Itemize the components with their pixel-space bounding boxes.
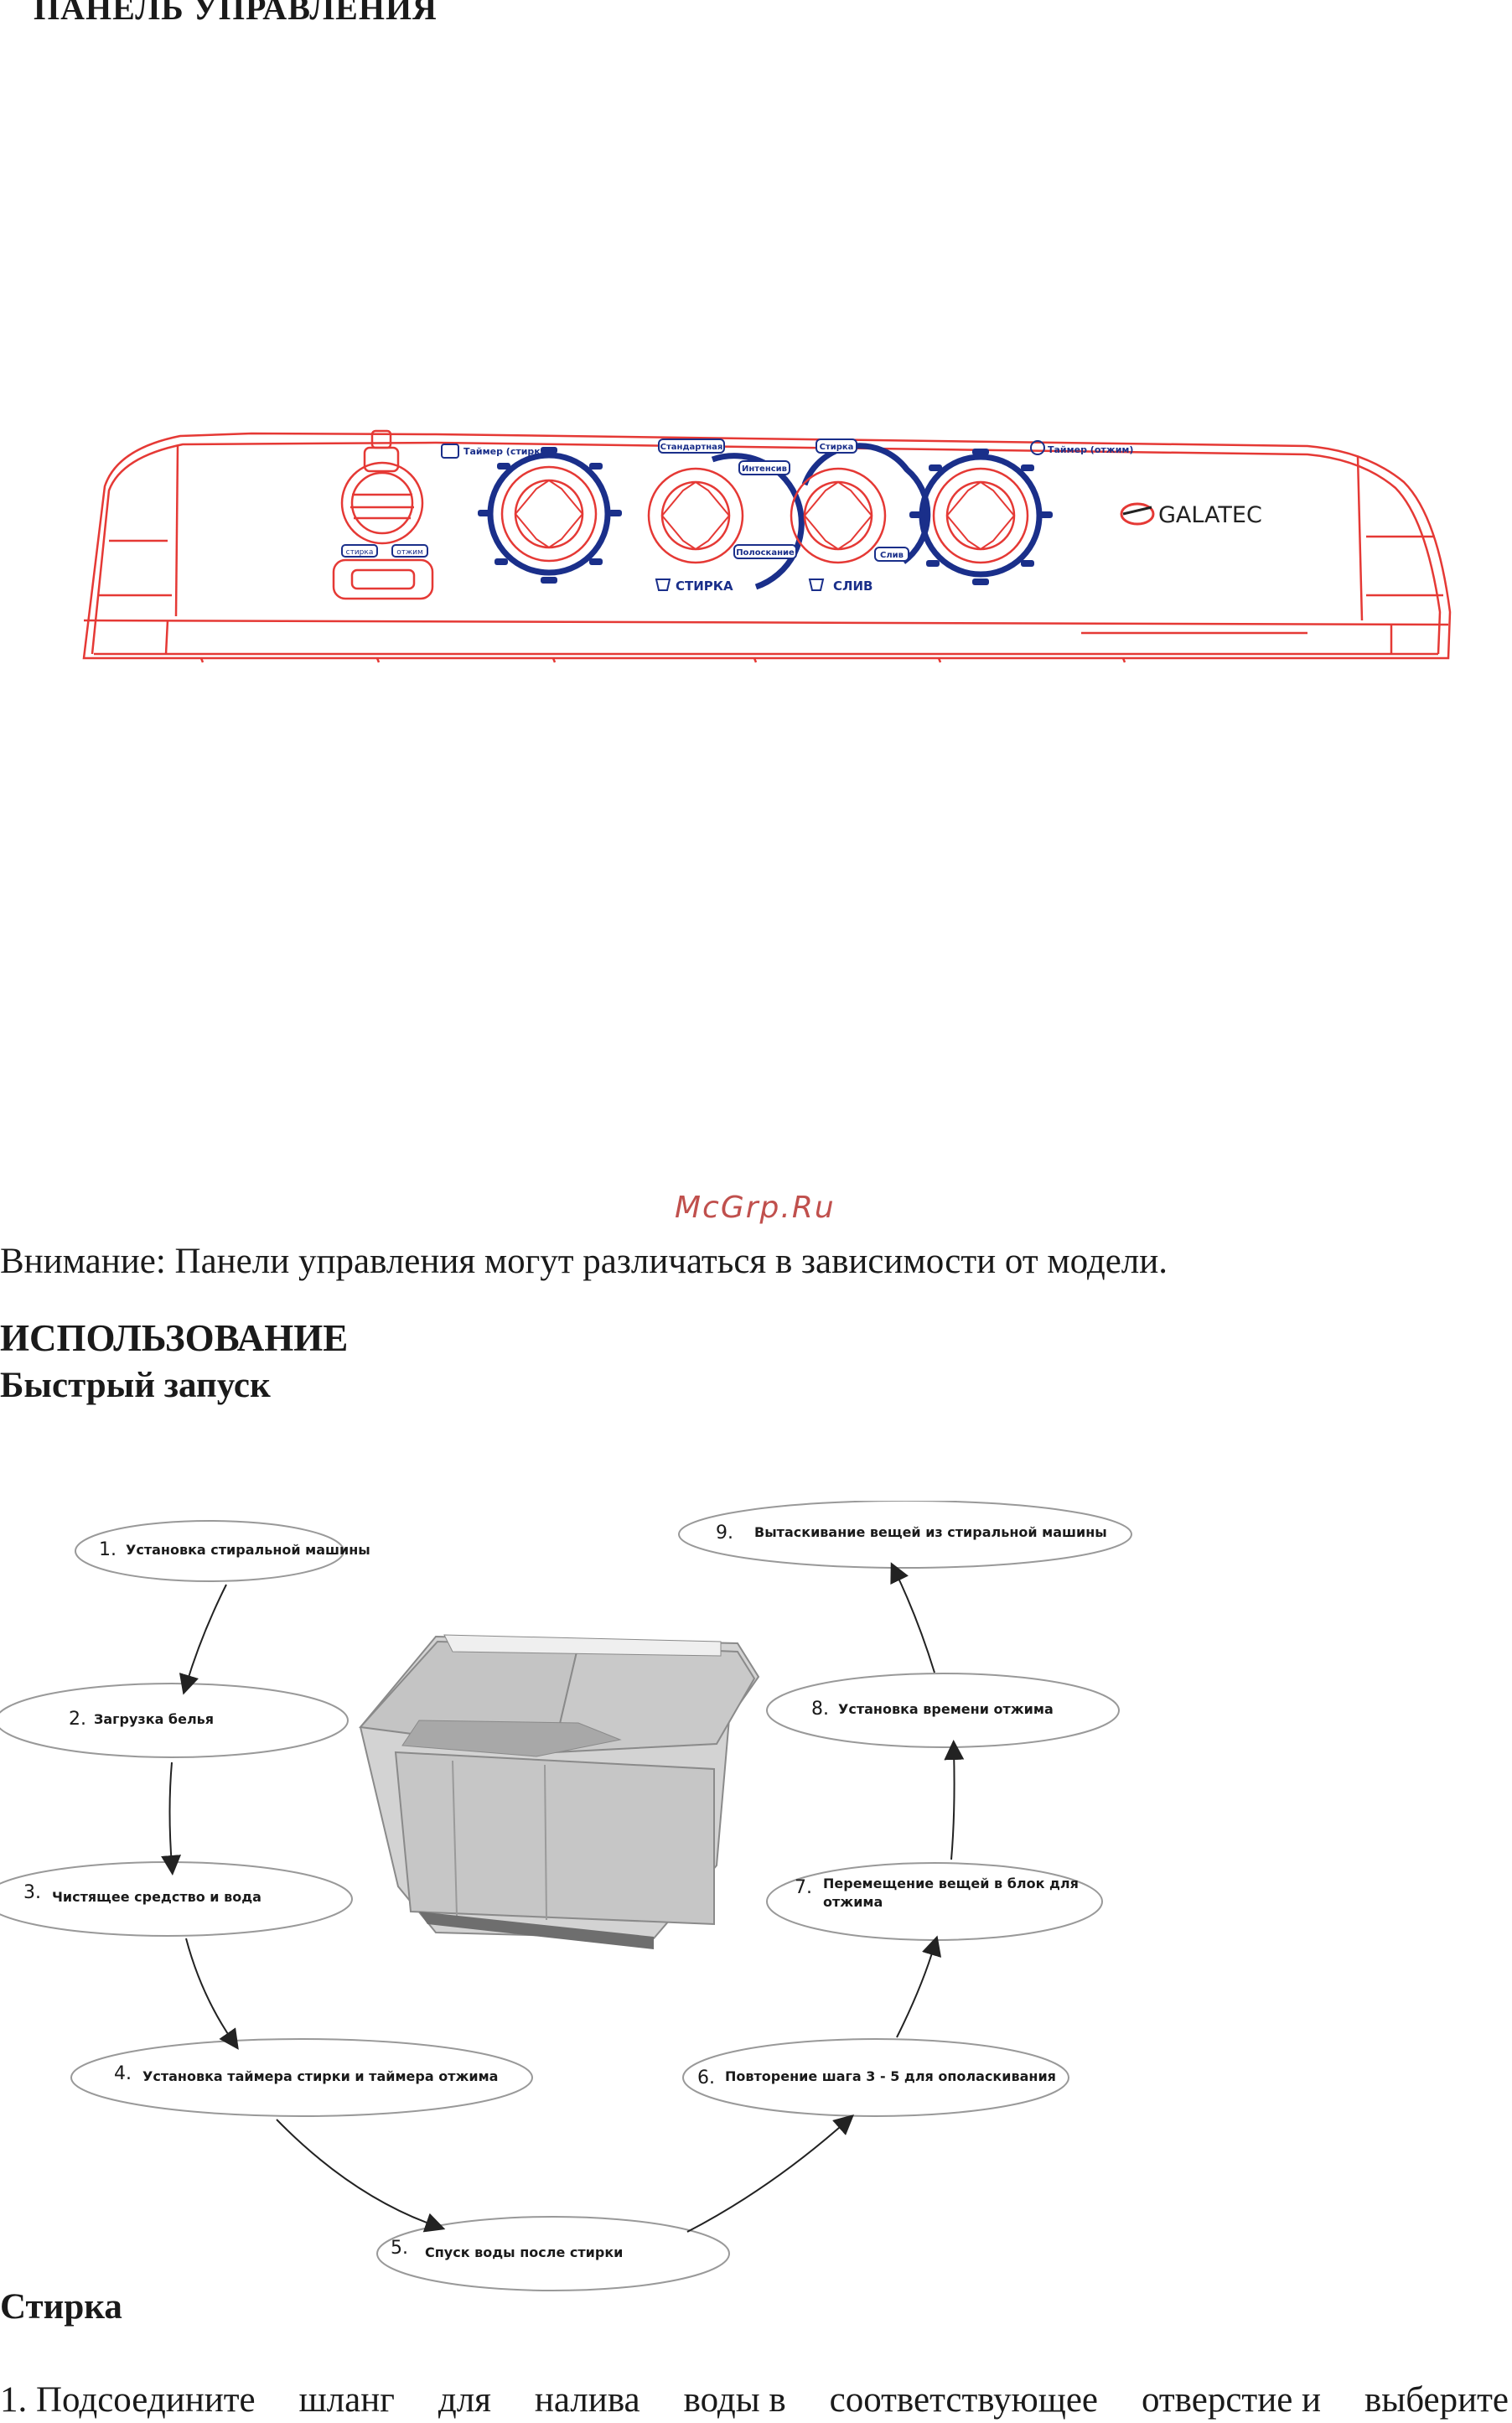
- step-6-ellipse: [682, 2038, 1069, 2117]
- arrow-8-9: [890, 1562, 935, 1673]
- wash-icon: [655, 579, 671, 591]
- arrow-4-5: [276, 2119, 446, 2233]
- label-standard: Стандартная: [660, 443, 723, 452]
- dial-spin-timer[interactable]: [909, 449, 1053, 585]
- brand-name: GALATEC: [1158, 502, 1262, 528]
- step-7-ellipse: [766, 1862, 1103, 1941]
- step-5-ellipse: [376, 2216, 730, 2291]
- label-rinse: Полоскание: [736, 548, 795, 558]
- arrow-7-8: [944, 1740, 965, 1860]
- arrow-5-6: [686, 2114, 854, 2233]
- word: отверстие и: [1141, 2380, 1322, 2420]
- word: воды в: [683, 2380, 786, 2420]
- step-2-num: 2.: [69, 1709, 86, 1730]
- step-5-num: 5.: [391, 2238, 408, 2259]
- step-7-text-line2: отжима: [823, 1894, 883, 1910]
- step-2-ellipse: [0, 1683, 349, 1758]
- word: выберите: [1364, 2380, 1509, 2420]
- drain-icon: [808, 579, 825, 591]
- galatec-logo: [1120, 502, 1155, 526]
- button-spin-label-box[interactable]: отжим: [391, 544, 428, 558]
- button-wash-label-box[interactable]: стирка: [341, 544, 378, 558]
- section-title-usage: ИСПОЛЬЗОВАНИЕ: [0, 1317, 349, 1359]
- arrow-3-4: [185, 1938, 239, 2050]
- subsection-title-wash: Стирка: [0, 2287, 122, 2327]
- step-1-num: 1.: [99, 1539, 117, 1560]
- quick-start-diagram: 1. Установка стиральной машины 2. Загруз…: [0, 1501, 1132, 2291]
- step-1-ellipse: [75, 1520, 344, 1582]
- button-wash-label: стирка: [346, 548, 374, 557]
- step-3-text: Чистящее средство и вода: [52, 1889, 261, 1905]
- step-3-num: 3.: [23, 1882, 41, 1903]
- label-wash-mode: Стирка: [820, 443, 854, 452]
- label-timer-spin: Таймер (отжим): [1048, 444, 1133, 455]
- arrow-2-3: [161, 1761, 182, 1876]
- step-8-num: 8.: [811, 1699, 829, 1720]
- dial-wash-mode[interactable]: [647, 453, 805, 590]
- spin-timer-icon: [1030, 440, 1045, 455]
- step-4-text: Установка таймера стирки и таймера отжим…: [142, 2068, 498, 2084]
- label-drain-mode: Слив: [880, 551, 904, 560]
- word: для: [438, 2380, 491, 2420]
- step-4-ellipse: [70, 2038, 533, 2117]
- step-5-text: Спуск воды после стирки: [425, 2244, 623, 2260]
- word: соответствующее: [829, 2380, 1099, 2420]
- wash-timer-icon: [441, 444, 459, 459]
- wash-step-1-text: 1. Подсоедините шланг для налива воды в …: [0, 2379, 1509, 2420]
- watermark: McGrp.Ru: [675, 1191, 836, 1225]
- step-9-num: 9.: [716, 1523, 733, 1544]
- step-6-num: 6.: [697, 2068, 715, 2088]
- step-8-text: Установка времени отжима: [838, 1701, 1054, 1717]
- step-6-text: Повторение шага 3 - 5 для ополаскивания: [725, 2068, 1056, 2084]
- label-timer-wash: Таймер (стирка): [463, 446, 551, 457]
- caption-wash: СТИРКА: [676, 579, 733, 594]
- word: шланг: [298, 2380, 395, 2420]
- subsection-title-quick-start: Быстрый запуск: [0, 1366, 271, 1405]
- step-1-text: Установка стиральной машины: [126, 1542, 370, 1558]
- step-7-text-line1: Перемещение вещей в блок для: [823, 1876, 1079, 1891]
- step-9-text: Вытаскивание вещей из стиральной машины: [754, 1524, 1107, 1540]
- step-7-num: 7.: [795, 1877, 812, 1898]
- word: налива: [534, 2380, 640, 2420]
- label-intensive: Интенсив: [742, 464, 787, 474]
- step-2-text: Загрузка белья: [94, 1711, 214, 1727]
- step-8-ellipse: [766, 1673, 1120, 1748]
- dial-wash-timer[interactable]: [478, 447, 622, 584]
- dial-drain[interactable]: [790, 443, 931, 564]
- word: 1. Подсоедините: [0, 2380, 256, 2420]
- control-panel-illustration: стирка отжим Таймер (стирка) Стандартная…: [82, 429, 1452, 663]
- step-4-num: 4.: [114, 2063, 132, 2084]
- note-text: Внимание: Панели управления могут различ…: [0, 1242, 1168, 1281]
- section-title-control-panel: ПАНЕЛЬ УПРАВЛЕНИЯ: [34, 0, 438, 27]
- timer-adjust-knob: [340, 429, 424, 545]
- arrow-1-2: [179, 1584, 227, 1695]
- button-spin-label: отжим: [396, 548, 423, 557]
- arrow-6-7: [896, 1935, 942, 2038]
- washing-machine-illustration: [358, 1634, 760, 1949]
- caption-drain: СЛИВ: [833, 579, 873, 594]
